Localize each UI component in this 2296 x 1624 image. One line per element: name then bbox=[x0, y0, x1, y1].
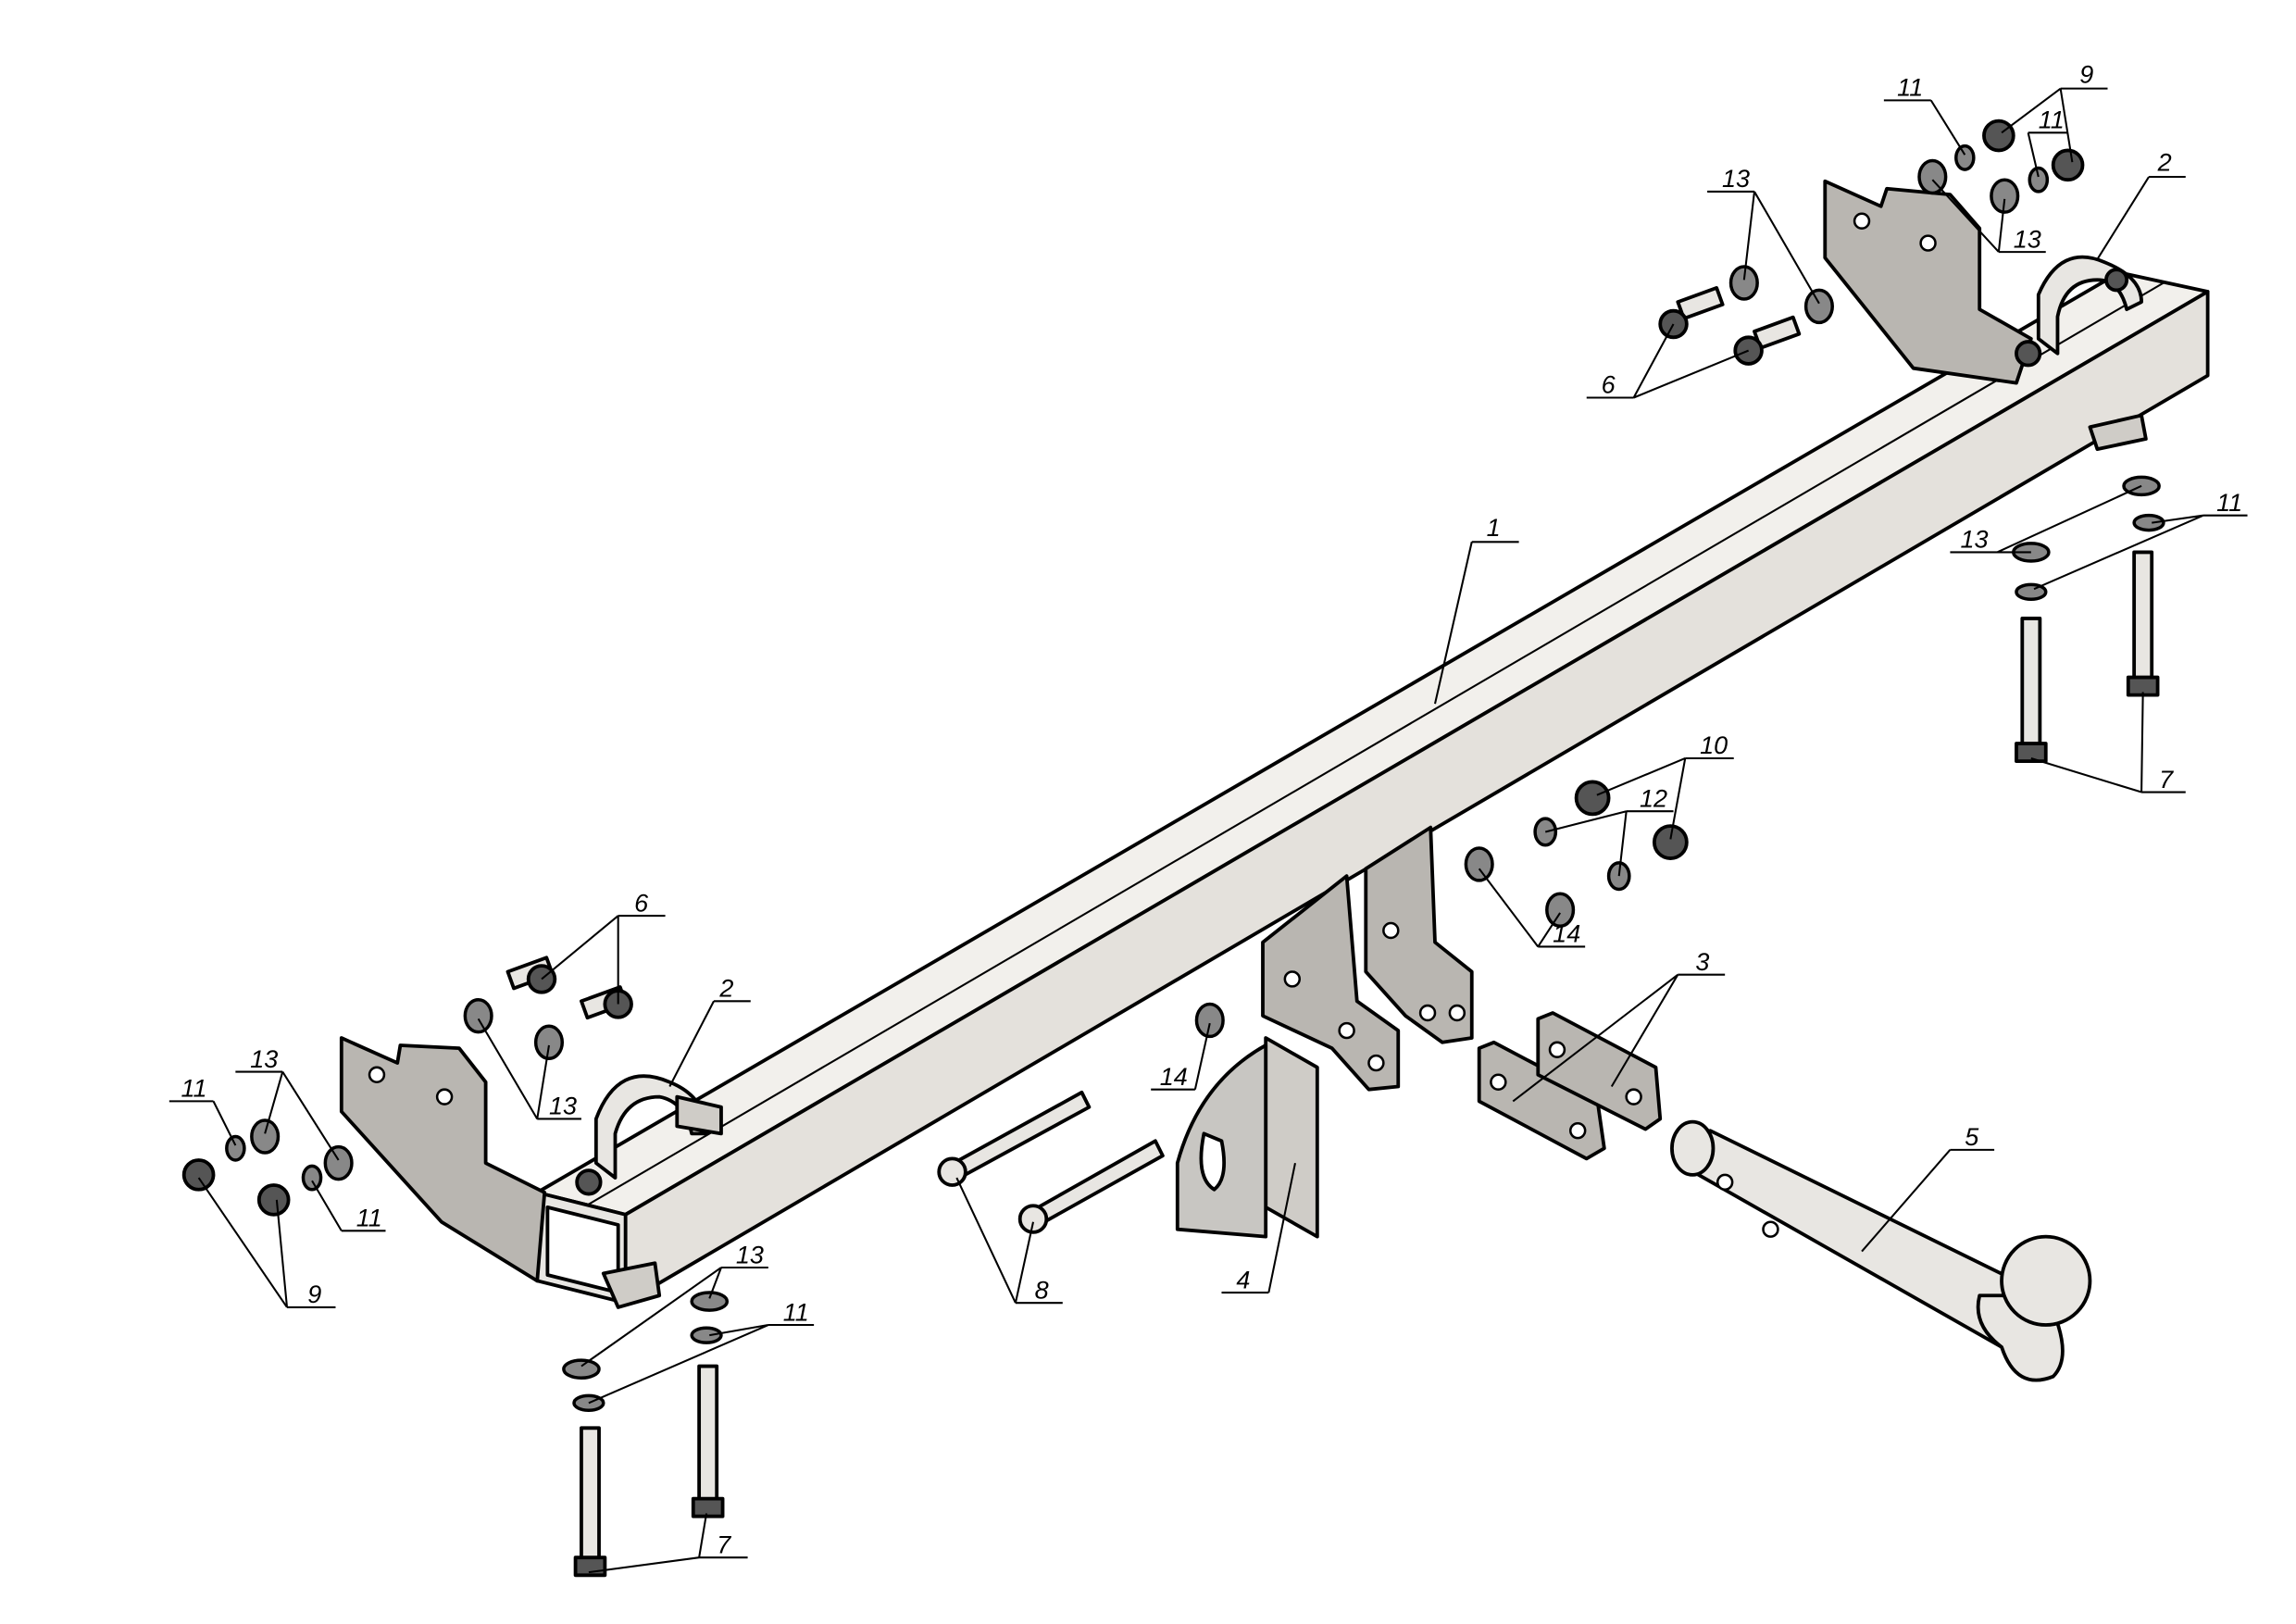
callout-11-d: 11 bbox=[356, 1205, 382, 1232]
callout-9-left: 9 bbox=[307, 1280, 321, 1308]
u-clamp-left bbox=[575, 1074, 723, 1196]
callout-13-b: 13 bbox=[2014, 225, 2041, 253]
washers bbox=[225, 144, 2165, 1412]
callout-8: 8 bbox=[1035, 1276, 1049, 1304]
callout-3: 3 bbox=[1695, 948, 1709, 976]
hitch-mount-brackets bbox=[1261, 825, 1474, 1092]
callout-14-a: 14 bbox=[1553, 920, 1580, 948]
callout-1: 1 bbox=[1487, 514, 1501, 542]
callout-7-left: 7 bbox=[717, 1530, 731, 1558]
callout-9-right: 9 bbox=[2079, 60, 2093, 88]
callout-6-left: 6 bbox=[634, 889, 649, 917]
callout-13-f: 13 bbox=[736, 1241, 764, 1268]
spacer-plates bbox=[1477, 1011, 1663, 1161]
callout-2-left: 2 bbox=[718, 975, 733, 1003]
callout-5: 5 bbox=[1965, 1123, 1979, 1151]
callout-2-right: 2 bbox=[2157, 149, 2172, 177]
callout-7-right: 7 bbox=[2159, 766, 2174, 793]
callout-11-e: 11 bbox=[181, 1075, 207, 1103]
callout-11-b: 11 bbox=[2039, 106, 2065, 134]
tow-ball-hook bbox=[1670, 1119, 2092, 1382]
side-bracket-left bbox=[339, 1036, 547, 1283]
callout-14-b: 14 bbox=[1160, 1063, 1188, 1091]
callout-11-a: 11 bbox=[1897, 74, 1923, 102]
callout-11-c: 11 bbox=[2216, 489, 2242, 517]
callout-leaders bbox=[168, 87, 2248, 1574]
callout-13-c: 13 bbox=[1961, 526, 1989, 554]
callout-10: 10 bbox=[1700, 731, 1728, 759]
callout-13-a: 13 bbox=[1722, 165, 1750, 193]
bolts-hitch bbox=[937, 1090, 1165, 1234]
callout-12: 12 bbox=[1640, 784, 1667, 812]
socket-plate bbox=[1175, 1036, 1319, 1239]
crossbar-beam bbox=[535, 270, 2210, 1309]
callout-6-right: 6 bbox=[1602, 371, 1616, 399]
callout-13-d: 13 bbox=[250, 1045, 278, 1073]
callout-13-e: 13 bbox=[549, 1093, 577, 1120]
bolts-long-vertical bbox=[573, 550, 2160, 1578]
bolts-m10-short bbox=[505, 286, 1802, 1020]
callout-4: 4 bbox=[1236, 1266, 1250, 1293]
callout-11-f: 11 bbox=[783, 1298, 809, 1326]
u-clamp-right bbox=[2015, 255, 2143, 368]
callout-labels: 1 2 2 3 4 5 6 6 7 7 8 9 9 10 11 11 11 11… bbox=[181, 60, 2243, 1558]
nuts bbox=[181, 119, 2085, 1217]
